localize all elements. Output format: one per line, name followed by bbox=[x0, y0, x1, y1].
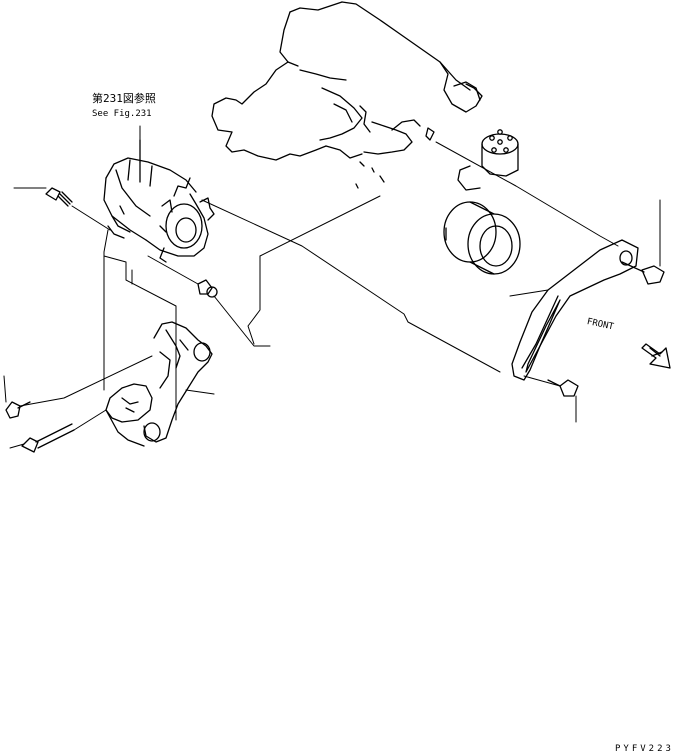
bolt-strap-bottom bbox=[548, 380, 578, 396]
figure-reference-japanese: 第231図参照 bbox=[92, 92, 156, 105]
assembly-lines bbox=[4, 126, 660, 448]
figure-reference-english: See Fig.231 bbox=[92, 109, 152, 119]
alternator bbox=[104, 140, 214, 262]
engine-block bbox=[212, 2, 482, 188]
water-pump-pulley bbox=[426, 128, 520, 274]
long-bolt-bracket bbox=[22, 424, 74, 452]
drawing-code: PYFV223 bbox=[615, 744, 674, 754]
mounting-bracket bbox=[106, 322, 212, 446]
bolt-alternator-top bbox=[46, 188, 72, 206]
bolt-strap-top bbox=[622, 262, 664, 284]
adjusting-strap bbox=[512, 240, 638, 380]
front-arrow-icon bbox=[642, 344, 670, 368]
bolt-alternator-bottom bbox=[198, 280, 217, 297]
